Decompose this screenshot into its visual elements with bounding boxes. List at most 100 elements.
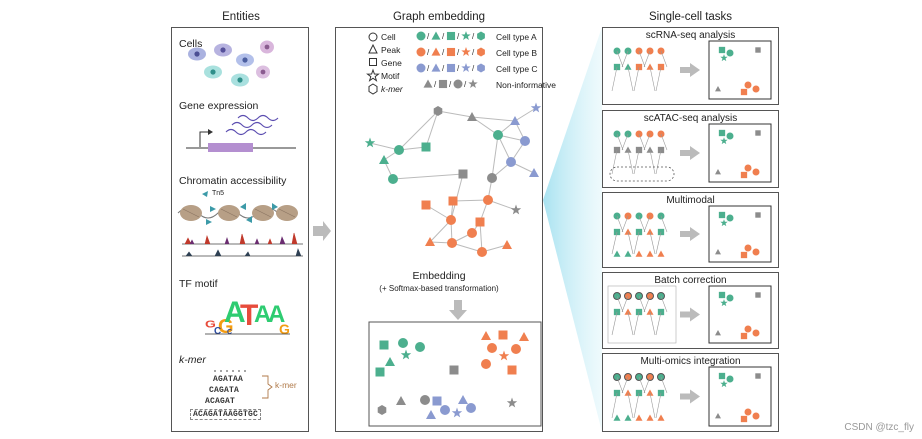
task-edge <box>649 311 656 336</box>
kmer-seq-3: ACAGAT <box>205 397 236 406</box>
kmer-title: k-mer <box>179 354 206 366</box>
peak-node <box>481 331 491 340</box>
peak-node <box>635 250 643 257</box>
gene-node <box>755 373 761 379</box>
motif-node <box>461 31 471 40</box>
gene-node <box>718 129 726 137</box>
task-edge <box>649 66 656 92</box>
gene-node <box>375 367 385 377</box>
cells-label: Cells <box>179 38 203 50</box>
svg-text:G: G <box>279 321 290 337</box>
gene-node <box>421 142 431 152</box>
tn5-label: Tn5 <box>212 190 225 197</box>
gene-node <box>755 292 761 298</box>
peak-node <box>431 31 441 40</box>
legend-separator: / <box>442 64 445 73</box>
cell-node <box>744 408 752 416</box>
motif-node <box>461 47 471 56</box>
graph-edge <box>452 199 489 202</box>
task-edge <box>627 149 634 175</box>
legend-type-a: Cell type A <box>496 32 537 42</box>
task-edge <box>638 50 646 68</box>
legend-separator: / <box>434 80 437 89</box>
cell-node <box>466 403 476 413</box>
motif-node <box>468 79 478 88</box>
cell-node <box>744 244 752 252</box>
legend-type-c: Cell type C <box>496 64 538 74</box>
task-edge <box>660 376 668 394</box>
chromatin-illustration <box>177 191 303 257</box>
svg-text:C: C <box>227 329 232 336</box>
legend-separator: / <box>427 64 430 73</box>
svg-text:A: A <box>254 301 271 328</box>
peak-node <box>646 146 654 153</box>
task-edge <box>627 231 634 255</box>
legend-cell: Cell <box>381 32 396 42</box>
task-edge <box>621 133 629 151</box>
peak-node <box>613 250 621 257</box>
cell-node <box>726 294 734 302</box>
task-edge <box>649 231 656 255</box>
gene-node <box>379 340 389 350</box>
graph-edge <box>437 110 473 118</box>
gene-node <box>718 372 726 380</box>
gene-node <box>449 365 459 375</box>
task-edge <box>649 149 656 175</box>
gene-node <box>718 291 726 299</box>
gene-node <box>740 332 748 340</box>
task-edge <box>655 231 662 255</box>
task-arrow <box>680 63 700 77</box>
svg-text:A: A <box>268 301 285 328</box>
task-edge <box>621 376 629 394</box>
peak-node <box>396 396 406 405</box>
cell-node <box>726 214 734 222</box>
legend-separator: / <box>457 48 460 57</box>
task-arrow <box>680 146 700 160</box>
task-multimodal-title: Multimodal <box>666 195 715 206</box>
cell-node <box>752 168 760 176</box>
task-edge <box>621 295 629 313</box>
arrow-to-embedding <box>449 300 467 320</box>
cell-node <box>744 325 752 333</box>
gene-node <box>755 212 761 218</box>
peak-node <box>529 168 539 177</box>
gene-node <box>740 415 748 423</box>
cell-node <box>487 343 497 353</box>
motif-node <box>461 63 471 72</box>
cell-node <box>388 174 398 184</box>
peak-node <box>431 63 441 72</box>
kmer-node <box>377 405 387 415</box>
task-edge <box>616 295 624 313</box>
legend-separator: / <box>472 32 475 41</box>
gene-node <box>755 47 761 53</box>
legend-separator: / <box>472 48 475 57</box>
task-edge <box>649 392 656 419</box>
cell-node <box>446 215 456 225</box>
peak-node <box>624 228 632 235</box>
kmer-node <box>477 31 485 41</box>
task-edge <box>633 149 640 175</box>
cells-illustration <box>188 40 274 87</box>
cell-node <box>447 238 457 248</box>
svg-text:G: G <box>205 319 216 330</box>
peak-node <box>510 116 520 125</box>
task-edge <box>633 66 640 92</box>
peak-node <box>646 414 654 421</box>
cell-node <box>440 405 450 415</box>
gene-expression-illustration <box>186 114 296 152</box>
legend-non-informative: Non-informative <box>496 80 556 90</box>
task-edge <box>633 311 640 336</box>
embedding-subtitle: (+ Softmax-based transformation) <box>379 284 499 293</box>
motif-node <box>451 407 463 418</box>
peak-node <box>458 395 468 404</box>
motif-node <box>720 219 728 227</box>
task-edge <box>616 215 624 233</box>
peak-node <box>426 410 436 419</box>
task-edge <box>621 215 629 233</box>
motif-node <box>400 349 412 360</box>
peak-node <box>657 250 665 257</box>
motif-node <box>498 350 510 361</box>
peak-node <box>425 237 435 246</box>
task-edge <box>655 392 662 419</box>
task-edge <box>660 133 668 151</box>
